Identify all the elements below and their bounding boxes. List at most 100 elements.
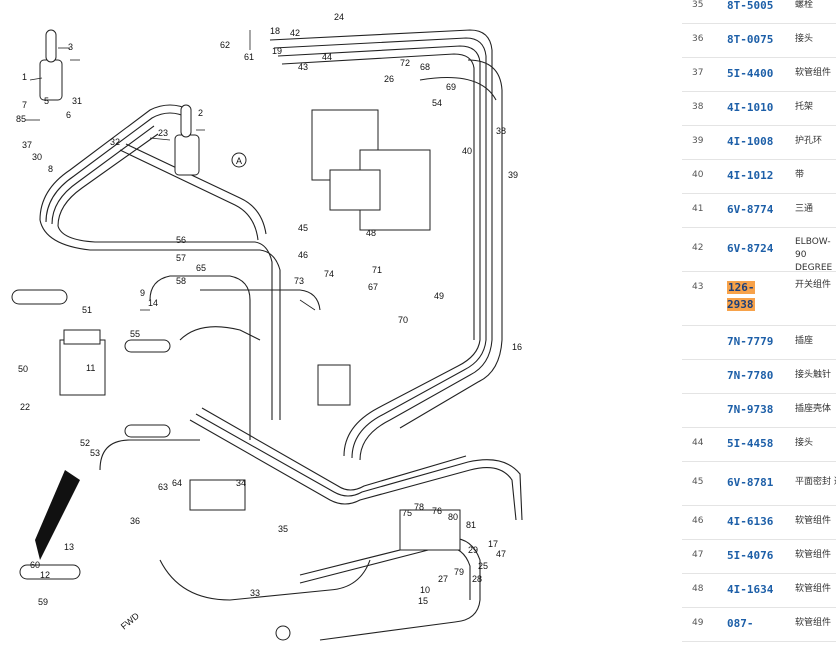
part-description: 开关组件 bbox=[795, 280, 832, 290]
callout-label: 39 bbox=[508, 170, 518, 180]
part-number-link[interactable]: 4I-6136 bbox=[727, 515, 774, 528]
components bbox=[11, 29, 461, 580]
part-number-link[interactable]: 087- bbox=[727, 617, 754, 630]
callout-label: 55 bbox=[130, 329, 140, 339]
callout-label: 59 bbox=[38, 597, 48, 607]
table-row[interactable]: 35 8T-5005 螺栓 bbox=[682, 0, 836, 24]
item-number: 44 bbox=[692, 438, 704, 448]
part-description: 三通 bbox=[795, 204, 814, 214]
table-row[interactable]: 43 126-2938 开关组件 bbox=[682, 271, 836, 326]
callout-label: 6 bbox=[66, 110, 71, 120]
item-number: 45 bbox=[692, 477, 704, 487]
part-number-link[interactable]: 8T-0075 bbox=[727, 33, 774, 46]
part-number-link[interactable]: 7N-7780 bbox=[727, 369, 774, 382]
part-number-link[interactable]: 5I-4076 bbox=[727, 549, 774, 562]
item-number: 40 bbox=[692, 170, 704, 180]
part-number-link[interactable]: 5I-4400 bbox=[727, 67, 774, 80]
callout-label: 53 bbox=[90, 448, 100, 458]
forward-label: FWD bbox=[119, 610, 142, 631]
leader-lines bbox=[25, 30, 316, 311]
part-number-link[interactable]: 7N-7779 bbox=[727, 335, 774, 348]
item-number: 42 bbox=[692, 243, 704, 253]
part-number-link[interactable]: 4I-1010 bbox=[727, 101, 774, 114]
callout-label: 75 bbox=[402, 508, 412, 518]
callout-label: 62 bbox=[220, 40, 230, 50]
part-number-link[interactable]: 126-2938 bbox=[727, 279, 755, 313]
callout-label: 67 bbox=[368, 282, 378, 292]
part-number-link[interactable]: 5I-4458 bbox=[727, 437, 774, 450]
callout-label: 51 bbox=[82, 305, 92, 315]
part-description: 托架 bbox=[795, 102, 814, 112]
callout-label: 27 bbox=[438, 574, 448, 584]
part-description: 螺栓 bbox=[795, 0, 814, 10]
callout-label: 14 bbox=[148, 298, 158, 308]
item-number: 49 bbox=[692, 618, 704, 628]
callout-label: 57 bbox=[176, 253, 186, 263]
callout-label: 19 bbox=[272, 46, 282, 56]
part-number-link[interactable]: 8T-5005 bbox=[727, 0, 774, 12]
item-number: 36 bbox=[692, 34, 704, 44]
callout-label: 30 bbox=[32, 152, 42, 162]
part-number-link[interactable]: 4I-1008 bbox=[727, 135, 774, 148]
callout-label: 71 bbox=[372, 265, 382, 275]
part-number-link[interactable]: 6V-8774 bbox=[727, 203, 774, 216]
callout-label: 8 bbox=[48, 164, 53, 174]
callout-label: 85 bbox=[16, 114, 26, 124]
item-number: 38 bbox=[692, 102, 704, 112]
callout-label: 74 bbox=[324, 269, 334, 279]
callout-label: 15 bbox=[418, 596, 428, 606]
callout-label: 63 bbox=[158, 482, 168, 492]
callout-label: 44 bbox=[322, 52, 332, 62]
callout-label: 54 bbox=[432, 98, 442, 108]
callout-label: 73 bbox=[294, 276, 304, 286]
table-row[interactable]: 7N-7779 插座 bbox=[682, 325, 836, 360]
part-number-link[interactable]: 4I-1012 bbox=[727, 169, 774, 182]
part-number-link[interactable]: 4I-1634 bbox=[727, 583, 774, 596]
part-number-link[interactable]: 7N-9738 bbox=[727, 403, 774, 416]
callout-label: 13 bbox=[64, 542, 74, 552]
callout-label: 49 bbox=[434, 291, 444, 301]
callout-label: 1 bbox=[22, 72, 27, 82]
item-number: 43 bbox=[692, 282, 704, 292]
part-description: 软管组件 bbox=[795, 516, 832, 526]
callout-label: 3 bbox=[68, 42, 73, 52]
table-row[interactable]: 38 4I-1010 托架 bbox=[682, 91, 836, 126]
callout-label: 76 bbox=[432, 506, 442, 516]
table-row[interactable]: 36 8T-0075 接头 bbox=[682, 23, 836, 58]
callout-label: 24 bbox=[334, 12, 344, 22]
part-description: 平面密封 通 bbox=[795, 477, 836, 487]
part-description: 护孔环 bbox=[795, 136, 823, 146]
callout-label: 61 bbox=[244, 52, 254, 62]
part-number-link[interactable]: 6V-8724 bbox=[727, 242, 774, 255]
callout-label: 25 bbox=[478, 561, 488, 571]
part-number-link[interactable]: 6V-8781 bbox=[727, 476, 774, 489]
item-number: 37 bbox=[692, 68, 704, 78]
callout-label: 48 bbox=[366, 228, 376, 238]
callout-label: 50 bbox=[18, 364, 28, 374]
callout-label: 68 bbox=[420, 62, 430, 72]
callout-label: 12 bbox=[40, 570, 50, 580]
callout-label: 46 bbox=[298, 250, 308, 260]
callout-label: 35 bbox=[278, 524, 288, 534]
item-number: 35 bbox=[692, 0, 704, 10]
hose-routing bbox=[39, 29, 523, 641]
table-row[interactable]: 45 6V-8781 平面密封 通 bbox=[682, 461, 836, 506]
part-description: 插座 bbox=[795, 336, 814, 346]
callout-label: 43 bbox=[298, 62, 308, 72]
callout-label: 80 bbox=[448, 512, 458, 522]
part-description: 接头 bbox=[795, 34, 814, 44]
callout-label: 79 bbox=[454, 567, 464, 577]
callout-label: 7 bbox=[22, 100, 27, 110]
